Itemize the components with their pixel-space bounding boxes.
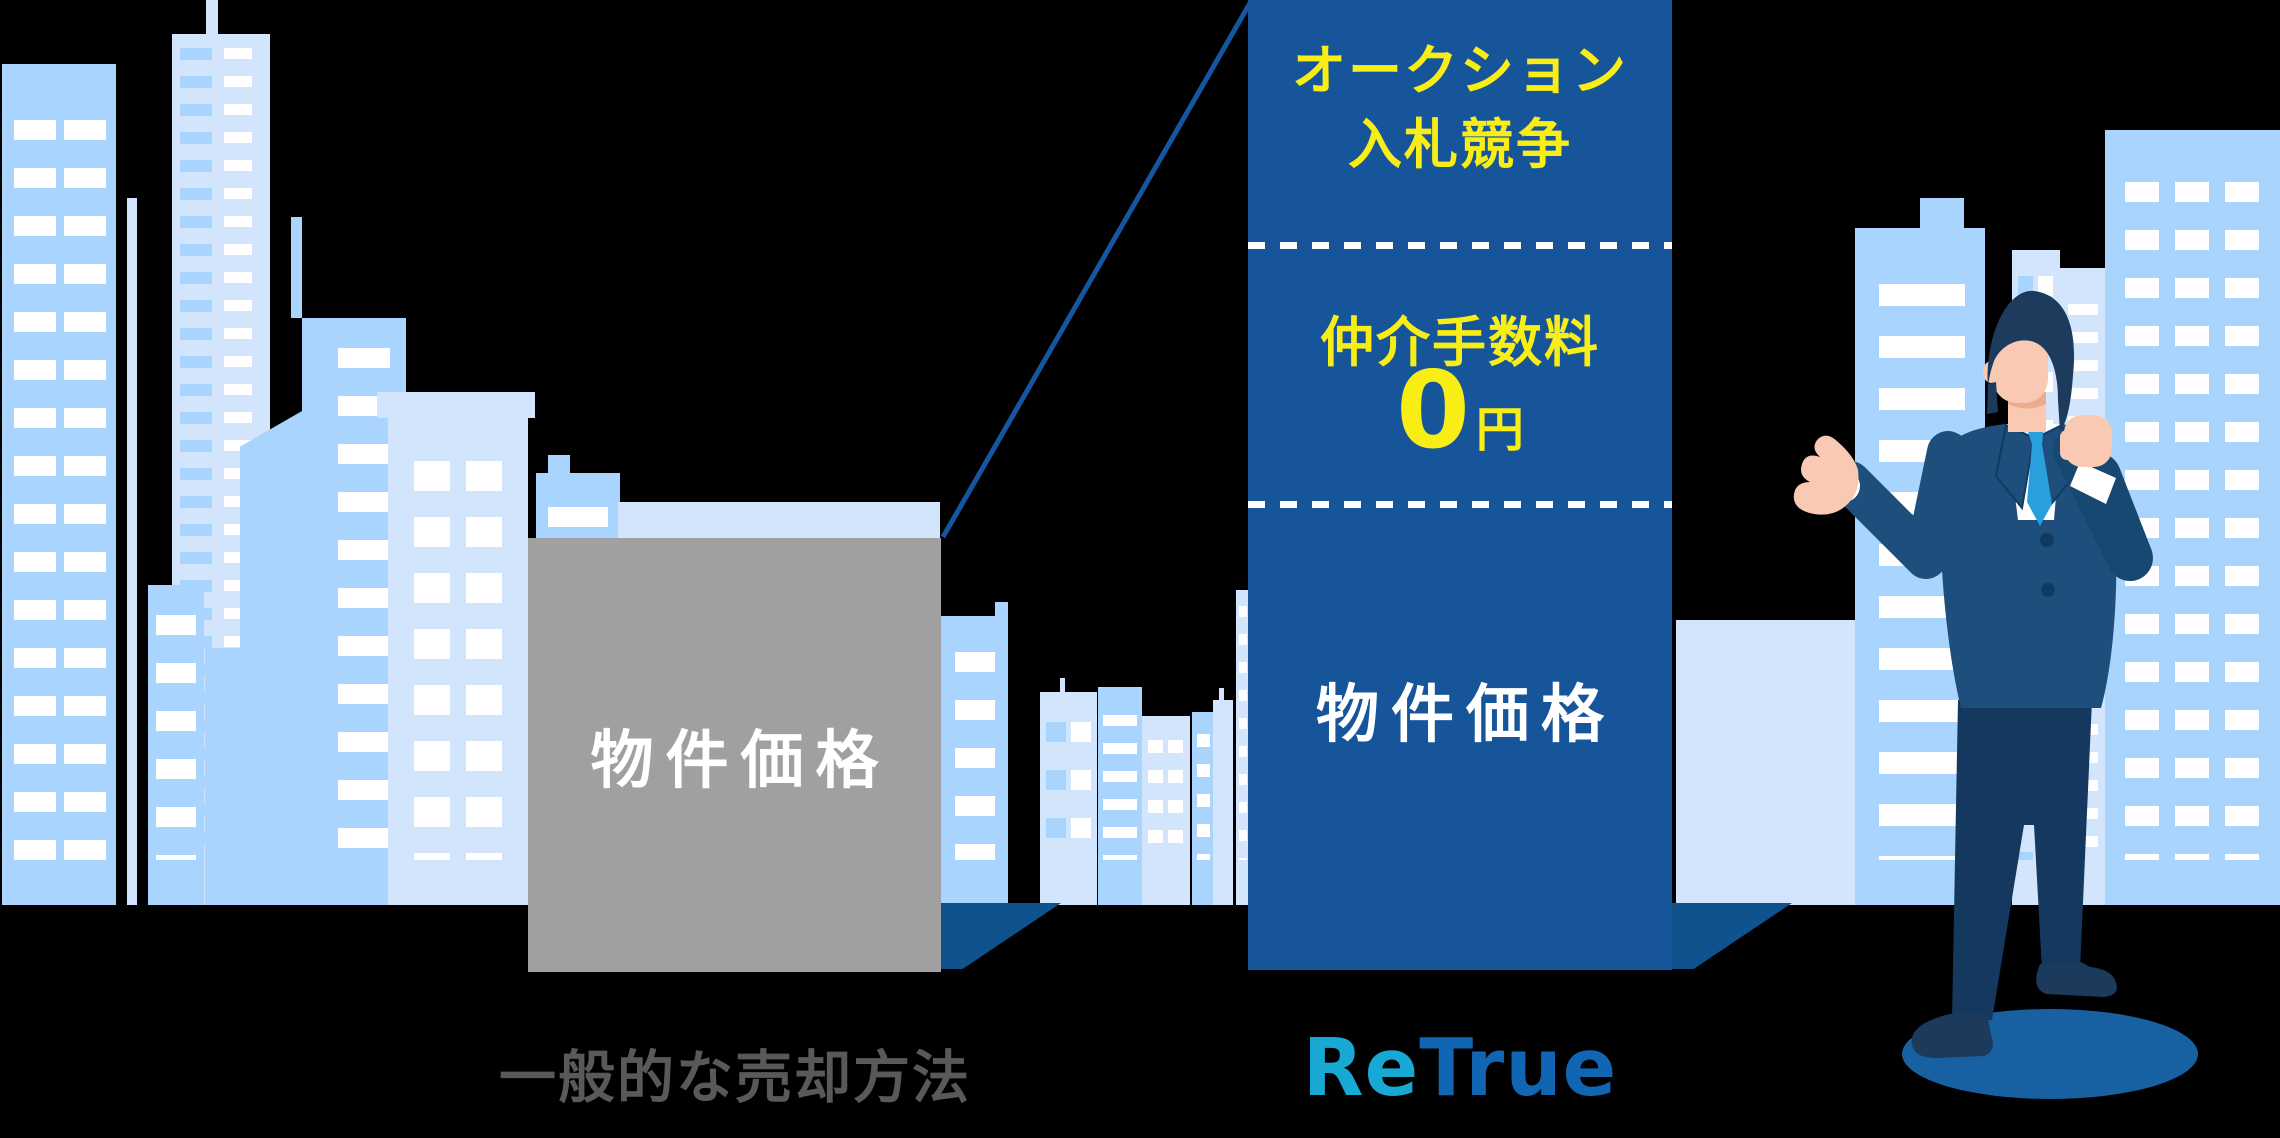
- building: [148, 585, 204, 905]
- building: [1236, 590, 1250, 905]
- building: [1213, 700, 1233, 905]
- building: [2105, 130, 2280, 905]
- building: [2, 64, 116, 905]
- caption-left-method: 一般的な売却方法: [499, 1045, 971, 1111]
- blue-bar-shadow: [1672, 903, 1792, 969]
- building: [1920, 198, 1964, 232]
- fee-label: 仲介手数料: [1320, 311, 1600, 374]
- brand-logo-part1: Re: [1302, 1022, 1420, 1114]
- building-antenna: [127, 198, 137, 905]
- building-antenna: [206, 0, 218, 40]
- building: [941, 616, 1008, 905]
- left-bar-label: 物件価格: [590, 723, 891, 797]
- building-antenna: [291, 217, 302, 318]
- building-antenna: [1219, 688, 1224, 702]
- right-bar-label: 物件価格: [1316, 678, 1616, 751]
- auction-line1: オークション: [1292, 39, 1628, 102]
- right-price-bar: オークション 入札競争 仲介手数料 0 円 物件価格: [1248, 0, 1672, 970]
- growth-line: [940, 1, 1253, 539]
- building: [377, 392, 535, 418]
- auction-line2: 入札競争: [1348, 113, 1572, 176]
- building: [1040, 692, 1097, 905]
- fee-amount-row: 0 円: [1248, 358, 1672, 464]
- building: [1676, 620, 1856, 905]
- auction-section: オークション 入札競争: [1248, 34, 1672, 182]
- businessman-illustration: [1793, 290, 2198, 1099]
- building: [388, 417, 528, 905]
- left-price-bar: 物件価格: [528, 538, 941, 972]
- fee-amount: 0: [1396, 349, 1470, 472]
- brand-logo: ReTrue: [1248, 1022, 1672, 1114]
- building: [548, 455, 570, 477]
- building: [995, 602, 1008, 618]
- building-antenna: [1060, 678, 1065, 694]
- dashed-divider-1: [1248, 242, 1672, 249]
- gray-bar-shadow: [941, 903, 1061, 969]
- building: [1142, 716, 1190, 905]
- building: [1098, 687, 1142, 905]
- dashed-divider-2: [1248, 501, 1672, 508]
- building: [205, 648, 250, 905]
- brand-logo-part2: True: [1419, 1022, 1618, 1114]
- fee-unit: 円: [1475, 402, 1524, 458]
